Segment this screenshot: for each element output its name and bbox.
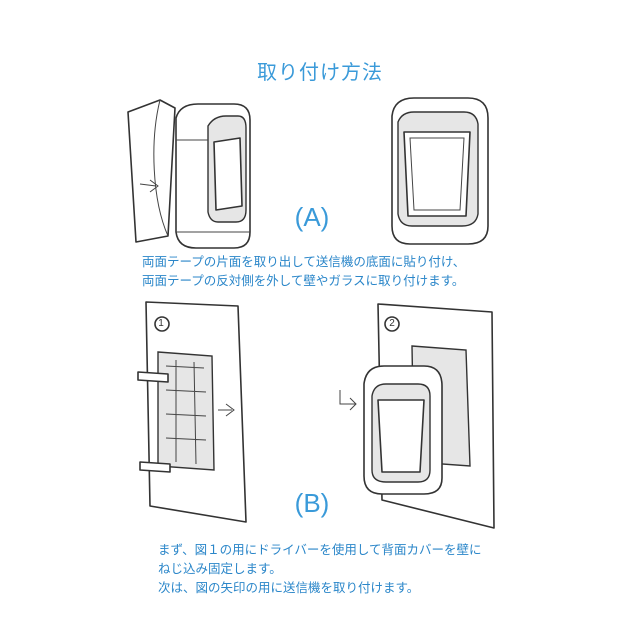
wall-mount-step2-drawing	[339, 303, 495, 529]
section-b-label: (B)	[294, 488, 330, 518]
section-b-line: ねじ込み固定します。	[158, 561, 282, 576]
section-a-line: 両面テープの片面を取り出して送信機の底面に貼り付け、	[142, 254, 466, 269]
page-title: 取り付け方法	[257, 60, 383, 84]
section-b-description: まず、図１の用にドライバーを使用して背面カバーを壁に ねじ込み固定します。 次は…	[158, 540, 482, 597]
section-a-description: 両面テープの片面を取り出して送信機の底面に貼り付け、 両面テープの反対側を外して…	[142, 252, 465, 290]
wall-mount-step1-drawing	[137, 301, 247, 523]
step1-badge: 1	[158, 318, 164, 329]
transmitter-front-drawing	[391, 97, 489, 245]
section-b-line: まず、図１の用にドライバーを使用して背面カバーを壁に	[158, 542, 482, 557]
step2-badge: 2	[389, 318, 395, 329]
section-a-line: 両面テープの反対側を外して壁やガラスに取り付けます。	[142, 273, 465, 288]
section-b-line: 次は、図の矢印の用に送信機を取り付けます。	[158, 580, 420, 595]
section-a-label: (A)	[294, 202, 330, 232]
adhesive-tape-drawing	[127, 99, 176, 243]
transmitter-side-drawing	[175, 103, 251, 249]
